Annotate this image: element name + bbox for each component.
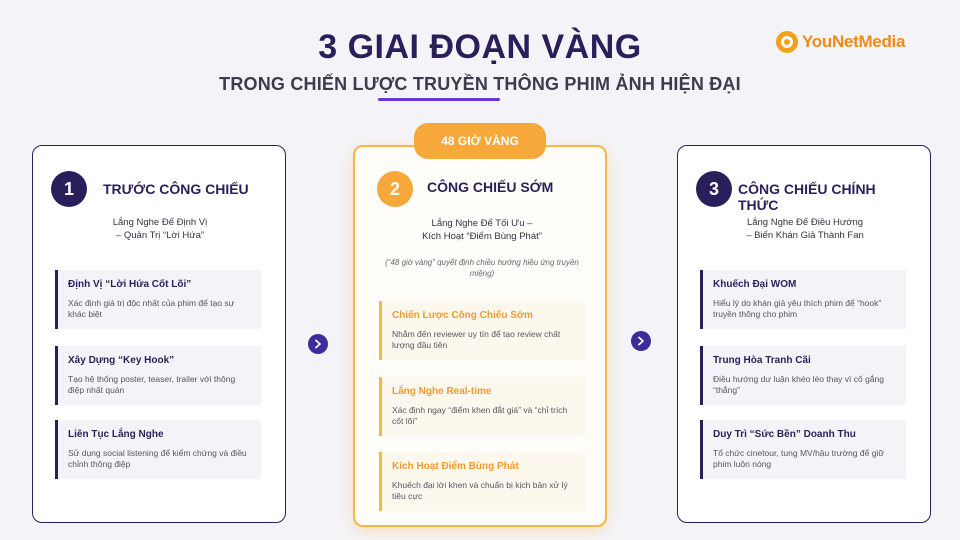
item-title: Lắng Nghe Real-time bbox=[392, 386, 492, 397]
stage-number: 3 bbox=[696, 171, 732, 207]
chevron-right-icon bbox=[631, 331, 651, 351]
item-desc: Khuếch đại lời khen và chuẩn bị kịch bản… bbox=[392, 480, 568, 501]
stage-card-3: 3 CÔNG CHIẾU CHÍNH THỨC Lắng Nghe Để Điề… bbox=[677, 145, 931, 523]
item-desc: Điều hướng dư luận khéo léo thay vì cố g… bbox=[713, 374, 885, 395]
stage-item: Xây Dựng “Key Hook” Tạo hệ thống poster,… bbox=[55, 346, 261, 405]
stage-item: Khuếch Đại WOM Hiểu lý do khán giả yêu t… bbox=[700, 270, 906, 329]
stage-subtitle-line: Lắng Nghe Để Điều Hướng bbox=[746, 217, 864, 228]
item-title: Duy Trì “Sức Bền” Doanh Thu bbox=[713, 429, 856, 440]
stage-subtitle-line: – Biến Khán Giả Thành Fan bbox=[746, 230, 864, 241]
item-title: Xây Dựng “Key Hook” bbox=[68, 355, 175, 366]
item-title: Khuếch Đại WOM bbox=[713, 279, 797, 290]
item-desc: Hiểu lý do khán giả yêu thích phim để “h… bbox=[713, 298, 882, 319]
stage-subtitle: Lắng Nghe Để Tối Ưu – Kích Hoạt “Điểm Bù… bbox=[365, 217, 599, 243]
stage-title: CÔNG CHIẾU SỚM bbox=[427, 179, 554, 195]
page-subtitle: TRONG CHIẾN LƯỢC TRUYỀN THÔNG PHIM ẢNH H… bbox=[219, 74, 741, 94]
stage-subtitle: Lắng Nghe Để Điều Hướng – Biến Khán Giả … bbox=[688, 216, 922, 242]
golden-48h-badge: 48 GIỜ VÀNG bbox=[414, 123, 546, 159]
item-title: Định Vị “Lời Hứa Cốt Lõi” bbox=[68, 279, 192, 290]
item-desc: Xác định giá trị độc nhất của phim để tạ… bbox=[68, 298, 235, 319]
item-desc: Sử dụng social listening để kiểm chứng v… bbox=[68, 448, 247, 469]
stage-subtitle: Lắng Nghe Để Định Vị – Quản Trị “Lời Hứa… bbox=[43, 216, 277, 242]
stage-item: Định Vị “Lời Hứa Cốt Lõi” Xác định giá t… bbox=[55, 270, 261, 329]
stage-item: Liên Tục Lắng Nghe Sử dụng social listen… bbox=[55, 420, 261, 479]
stage-note: (“48 giờ vàng” quyết định chiều hướng hi… bbox=[385, 258, 579, 278]
stage-number: 2 bbox=[377, 171, 413, 207]
stage-item: Lắng Nghe Real-time Xác định ngay “điểm … bbox=[379, 377, 585, 436]
stage-subtitle-line: Lắng Nghe Để Tối Ưu – bbox=[431, 218, 533, 229]
page-title: 3 GIAI ĐOẠN VÀNG bbox=[318, 28, 642, 66]
stage-subtitle-line: – Quản Trị “Lời Hứa” bbox=[115, 230, 205, 241]
title-underline bbox=[378, 98, 500, 101]
item-desc: Tổ chức cinetour, tung MV/hậu trường để … bbox=[713, 448, 885, 469]
item-desc: Nhắm đến reviewer uy tín để tạo review c… bbox=[392, 329, 561, 350]
item-desc: Tạo hệ thống poster, teaser, trailer với… bbox=[68, 374, 236, 395]
stage-card-1: 1 TRƯỚC CÔNG CHIẾU Lắng Nghe Để Định Vị … bbox=[32, 145, 286, 523]
stage-subtitle-line: Kích Hoạt “Điểm Bùng Phát” bbox=[422, 231, 542, 242]
stage-item: Trung Hòa Tranh Cãi Điều hướng dư luận k… bbox=[700, 346, 906, 405]
item-title: Kích Hoạt Điểm Bùng Phát bbox=[392, 461, 519, 472]
item-title: Trung Hòa Tranh Cãi bbox=[713, 355, 811, 366]
item-title: Chiến Lược Công Chiếu Sớm bbox=[392, 310, 533, 321]
stage-card-2: 2 CÔNG CHIẾU SỚM Lắng Nghe Để Tối Ưu – K… bbox=[353, 145, 607, 527]
stage-subtitle-line: Lắng Nghe Để Định Vị bbox=[112, 217, 208, 228]
logo-text: YouNetMedia bbox=[802, 32, 906, 51]
stage-item: Duy Trì “Sức Bền” Doanh Thu Tổ chức cine… bbox=[700, 420, 906, 479]
item-desc: Xác định ngay “điểm khen đắt giá” và “ch… bbox=[392, 405, 568, 426]
item-title: Liên Tục Lắng Nghe bbox=[68, 429, 164, 440]
brand-logo: YouNetMedia bbox=[776, 30, 905, 54]
stage-title: TRƯỚC CÔNG CHIẾU bbox=[103, 181, 249, 197]
stage-title: CÔNG CHIẾU CHÍNH THỨC bbox=[738, 181, 876, 213]
stage-item: Chiến Lược Công Chiếu Sớm Nhắm đến revie… bbox=[379, 301, 585, 360]
logo-icon bbox=[776, 31, 798, 53]
stage-number: 1 bbox=[51, 171, 87, 207]
chevron-right-icon bbox=[308, 334, 328, 354]
stage-item: Kích Hoạt Điểm Bùng Phát Khuếch đại lời … bbox=[379, 452, 585, 511]
